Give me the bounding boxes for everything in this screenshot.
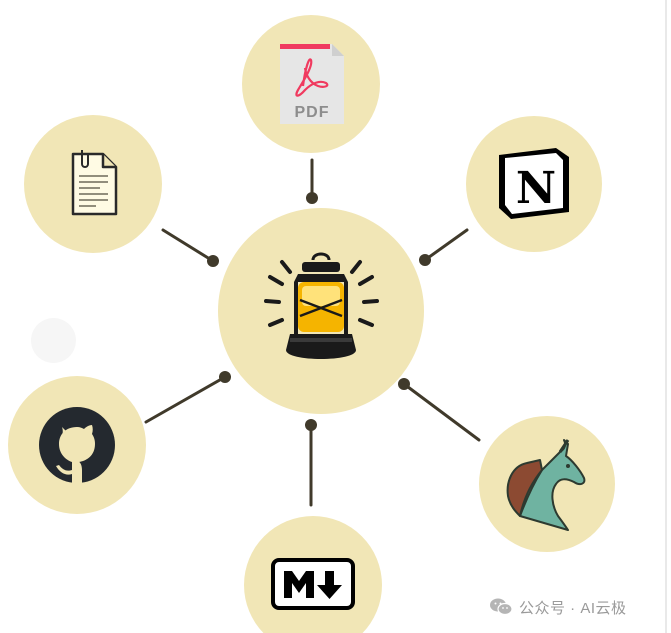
markdown-logo-icon [271,558,355,610]
page-edge-border [665,0,667,633]
connector-github [144,371,231,424]
pdf-icon-label: PDF [295,104,330,121]
faint-background-circle [31,318,76,363]
lantern-icon [264,252,379,359]
connector-lines [144,158,481,507]
unicorn-icon [506,439,586,531]
github-logo-icon [39,407,115,484]
connector-text [161,228,219,267]
watermark: 公众号 · AI云极 [489,596,627,618]
text-file-icon [71,150,118,216]
connector-notion [419,228,469,266]
watermark-text: 公众号 · AI云极 [519,599,627,617]
connector-unicorn [398,378,481,442]
connector-pdf [306,158,318,204]
pdf-document-icon: PDF [280,44,344,124]
wechat-icon [490,598,513,616]
connector-markdown [305,419,317,507]
notion-icon-letter: N [516,163,556,214]
notion-logo-icon: N [499,148,569,219]
